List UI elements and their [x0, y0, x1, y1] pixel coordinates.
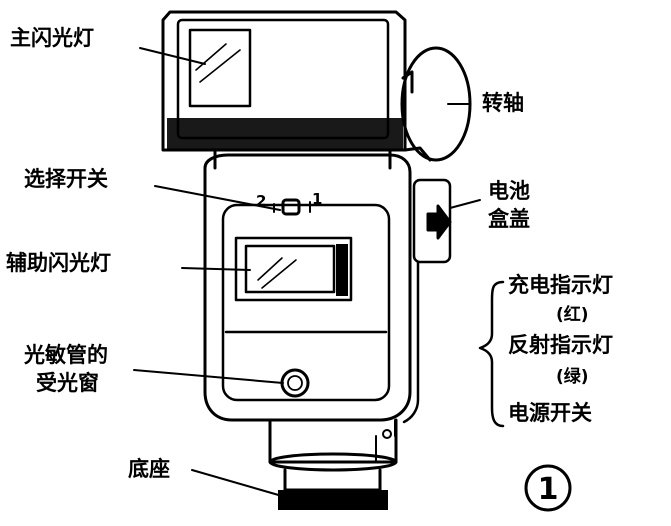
- selector-pos-2-mark: 2: [256, 192, 266, 210]
- sensor-window: [280, 368, 310, 398]
- base-foot: [268, 418, 398, 510]
- main-flash-head: [161, 10, 407, 152]
- label-sensor-2: 受光窗: [36, 371, 99, 395]
- aux-flash-window: [234, 236, 353, 302]
- label-main-flash: 主闪光灯: [10, 26, 94, 50]
- label-charge-indicator: 充电指示灯: [508, 273, 613, 297]
- label-aux-flash: 辅助闪光灯: [6, 251, 111, 275]
- label-base: 底座: [128, 457, 170, 481]
- label-charge-indicator-color: (红): [556, 304, 589, 325]
- figure-number: 1: [538, 472, 559, 507]
- label-selector-switch: 选择开关: [24, 167, 108, 191]
- label-power-switch: 电源开关: [508, 401, 592, 425]
- label-sensor-1: 光敏管的: [23, 343, 108, 367]
- neck: [213, 148, 392, 170]
- selector-pos-1-mark: 1: [312, 190, 322, 208]
- figure-number-circle: [524, 464, 572, 512]
- label-pivot: 转轴: [482, 91, 524, 115]
- leader-lines: [133, 47, 481, 497]
- selector-switch: [273, 198, 311, 216]
- label-reflect-indicator: 反射指示灯: [508, 333, 613, 357]
- flash-body: [203, 153, 452, 424]
- indicator-bracket: [478, 280, 505, 428]
- label-battery-cover-1: 电池: [488, 179, 530, 203]
- label-reflect-indicator-color: (绿): [556, 366, 589, 387]
- label-battery-cover-2: 盒盖: [488, 207, 530, 231]
